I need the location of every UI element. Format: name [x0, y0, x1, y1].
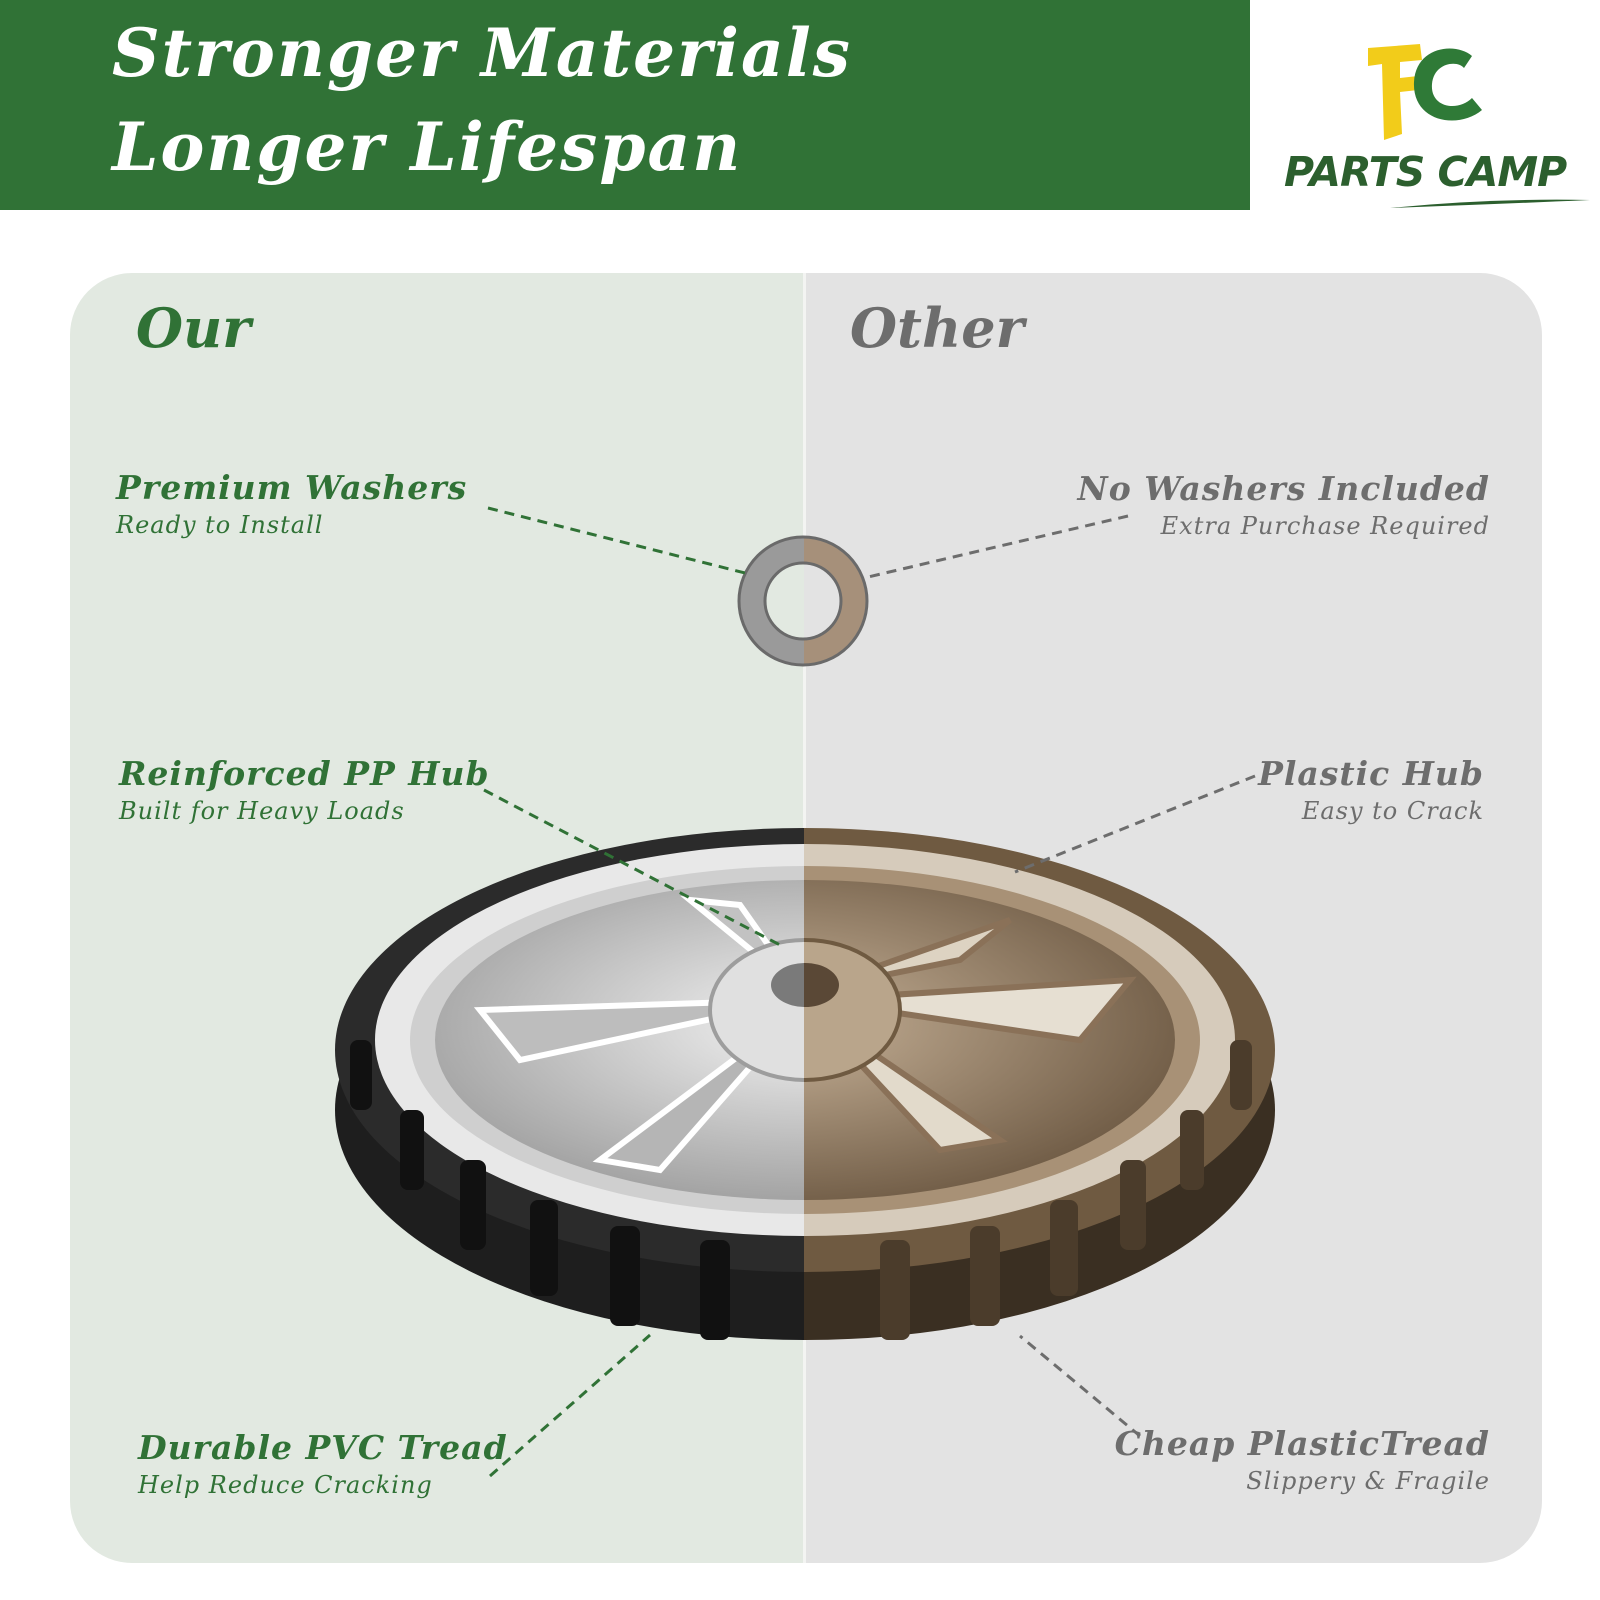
callout-subtitle: Help Reduce Cracking — [138, 1471, 433, 1499]
headline-line-1: Stronger Materials — [112, 14, 852, 92]
header-banner: Stronger Materials Longer Lifespan — [0, 0, 1250, 210]
callout-plastic-hub: Plastic Hub Easy to Crack — [1258, 754, 1484, 825]
callout-reinforced-pp-hub: Reinforced PP Hub Built for Heavy Loads — [119, 754, 490, 825]
wheel-muddy-half — [804, 828, 1275, 1340]
callout-title: Plastic Hub — [1258, 754, 1484, 793]
logo-text: PARTS CAMP — [1284, 148, 1567, 196]
callout-title: Durable PVC Tread — [138, 1428, 508, 1467]
callout-subtitle: Easy to Crack — [1301, 797, 1484, 825]
brand-logo: PARTS CAMP — [1270, 30, 1590, 210]
headline-line-2: Longer Lifespan — [112, 108, 743, 186]
washer-icon — [737, 535, 869, 667]
other-panel-title: Other — [850, 296, 1025, 360]
callout-title: Cheap PlasticTread — [1114, 1424, 1490, 1463]
callout-subtitle: Ready to Install — [116, 511, 324, 539]
logo-mark-icon — [1368, 44, 1482, 140]
callout-title: Reinforced PP Hub — [119, 754, 490, 793]
callout-durable-pvc-tread: Durable PVC Tread Help Reduce Cracking — [138, 1428, 508, 1499]
callout-subtitle: Slippery & Fragile — [1246, 1467, 1490, 1495]
callout-cheap-plastic-tread: Cheap PlasticTread Slippery & Fragile — [1115, 1424, 1490, 1495]
our-panel-title: Our — [136, 296, 251, 360]
callout-title: No Washers Included — [1077, 469, 1490, 508]
callout-premium-washers: Premium Washers Ready to Install — [116, 468, 467, 539]
callout-subtitle: Extra Purchase Required — [1160, 512, 1490, 540]
logo-swoosh-icon — [1390, 199, 1590, 208]
callout-no-washers: No Washers Included Extra Purchase Requi… — [1078, 469, 1490, 540]
wheel-clean-half — [335, 828, 804, 1340]
callout-subtitle: Built for Heavy Loads — [119, 797, 405, 825]
callout-title: Premium Washers — [116, 468, 468, 507]
